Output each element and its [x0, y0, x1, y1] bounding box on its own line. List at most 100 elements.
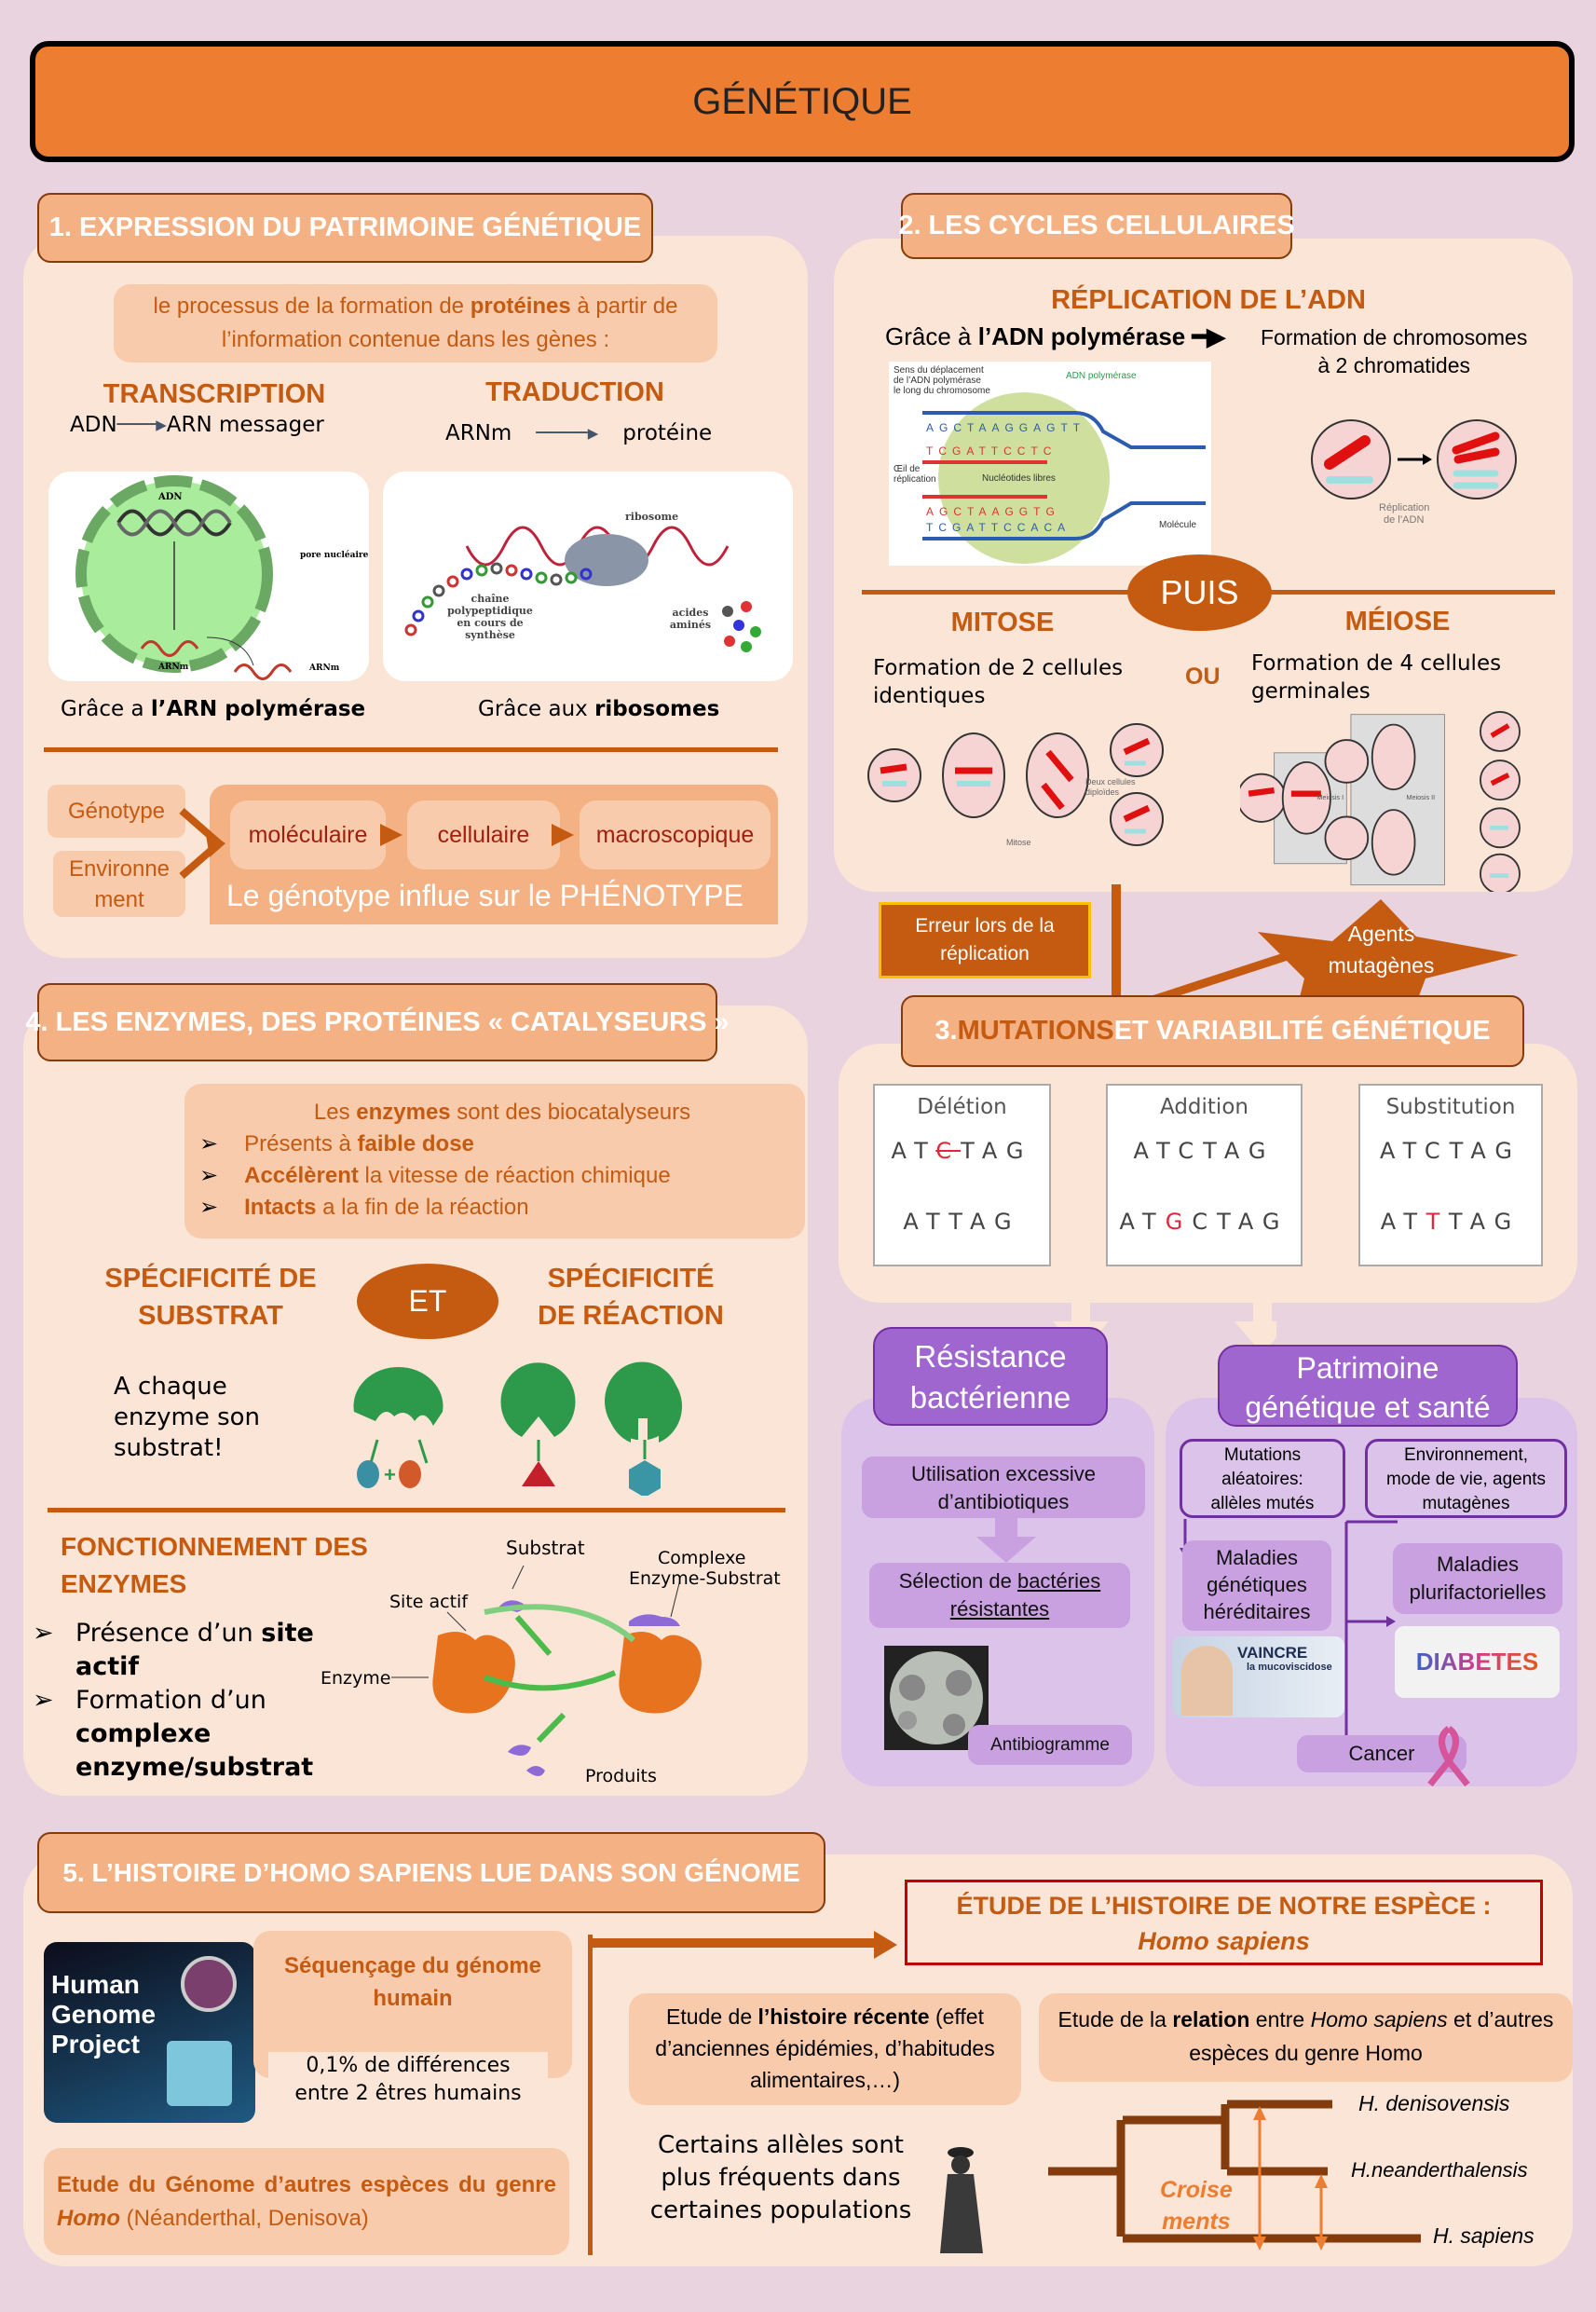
connector-lines [1180, 1519, 1398, 1760]
transcription-title: TRANSCRIPTION [102, 379, 326, 409]
mutation-substitution: Substitution ATCTAG ATTTAG [1358, 1084, 1543, 1266]
expression-intro: le processus de la formation de protéine… [114, 284, 717, 363]
plague-doctor-icon [940, 2147, 983, 2253]
species-neanderthalensis: H.neanderthalensis [1351, 2158, 1528, 2182]
svg-text:ARNm: ARNm [308, 664, 340, 673]
arrow-right-icon [590, 1931, 897, 1959]
arrow-down-icon [976, 1518, 1036, 1563]
mitose-image: Deux cellules diploïdes Mitose [862, 715, 1172, 855]
traduction-image: ribosome chaîne polypeptidique en cours … [383, 472, 793, 681]
svg-text:Sens du déplacement: Sens du déplacement [893, 365, 984, 376]
et-badge: ET [357, 1264, 498, 1339]
svg-text:Site actif: Site actif [389, 1592, 469, 1612]
puis-badge: PUIS [1127, 554, 1272, 631]
arrow-icon [552, 824, 574, 846]
svg-text:AGCTAAGGAGTT: AGCTAAGGAGTT [926, 421, 1085, 434]
svg-text:diploïdes: diploïdes [1085, 787, 1120, 797]
svg-text:Meiosis II: Meiosis II [1406, 793, 1435, 801]
page-title: GÉNÉTIQUE [692, 80, 912, 122]
replication-image: AGCTAAGGAGTT TCGATTCCTC AGCTAAGGTG TCGAT… [889, 362, 1211, 566]
svg-text:ARNm: ARNm [157, 663, 189, 672]
svg-text:Meiosis I: Meiosis I [1316, 793, 1344, 801]
level-cellulaire: cellulaire [407, 800, 560, 869]
level-macroscopique: macroscopique [580, 800, 771, 869]
traduction-title: TRADUCTION [485, 377, 664, 407]
mutation-addition: Addition ATCTAG ATGCTAG [1106, 1084, 1303, 1266]
replication-grace: Grâce à l’ADN polymérase ━▶ [885, 322, 1226, 350]
genotype-box: Génotype [48, 785, 185, 838]
svg-text:de l’ADN: de l’ADN [1384, 514, 1424, 526]
section-1-header: 1. EXPRESSION DU PATRIMOINE GÉNÉTIQUE [37, 193, 653, 263]
arrow-icon [380, 824, 402, 846]
enzyme-cycle-diagram: Substrat Complexe Enzyme-Substrat Site a… [321, 1537, 781, 1786]
svg-text:Œil de: Œil de [893, 464, 921, 474]
phylogenetic-tree [1048, 2100, 1421, 2250]
cancer-box: Cancer [1297, 1735, 1466, 1772]
traduction-equation: ARNm────▸protéine [445, 421, 713, 445]
meiose-image: Meiosis I Meiosis II [1236, 710, 1530, 895]
adn-label: ADN [157, 492, 183, 502]
chromosome-replication-image: Réplication de l’ADN [1309, 413, 1519, 534]
svg-text:le long du chromosome: le long du chromosome [893, 386, 990, 396]
replication-title: RÉPLICATION DE L’ADN [1051, 285, 1366, 315]
svg-text:de l’ADN polymérase: de l’ADN polymérase [893, 376, 981, 386]
mitose-title: MITOSE [950, 608, 1055, 637]
arrow-down [1112, 884, 1121, 1006]
bullet-item: ➢Accélèrent la vitesse de réaction chimi… [199, 1163, 671, 1188]
section-4-header: 4. LES ENZYMES, DES PROTÉINES « CATALYSE… [25, 983, 730, 1061]
svg-text:Nucléotides libres: Nucléotides libres [982, 473, 1056, 484]
etude-histoire-box: ÉTUDE DE L’HISTOIRE DE NOTRE ESPÈCE :Hom… [905, 1880, 1543, 1965]
svg-text:Réplication: Réplication [1379, 502, 1429, 513]
histoire-recente-box: Etude de l’histoire récente (effet d’anc… [629, 1993, 1021, 2105]
species-denisovensis: H. denisovensis [1358, 2091, 1510, 2115]
transcription-image: ADN pore nucléaire ARNm ARNm [48, 472, 369, 681]
ou-label: OU [1185, 664, 1221, 690]
vertical-line [588, 1935, 593, 2255]
section-5-header: 5. L’HISTOIRE D’HOMO SAPIENS LUE DANS SO… [37, 1832, 825, 1913]
pink-ribbon-icon [1427, 1726, 1470, 1787]
enzymes-intro-box: Les enzymes sont des biocatalyseurs ➢Pré… [184, 1084, 805, 1238]
svg-text:TCGATTCCTC: TCGATTCCTC [926, 445, 1057, 458]
transcription-equation: ADN───▸ARN messager [70, 413, 324, 437]
enzyme-specificity-icons: + [353, 1361, 682, 1496]
svg-text:pore nucléaire: pore nucléaire [300, 550, 369, 560]
vaincre-mucoviscidose-image: VAINCRE la mucoviscidose [1172, 1636, 1344, 1717]
svg-text:Complexe: Complexe [658, 1548, 745, 1568]
transcription-caption: Grâce a l’ARN polymérase [61, 697, 366, 721]
svg-text:AGCTAAGGTG: AGCTAAGGTG [926, 505, 1060, 518]
species-sapiens: H. sapiens [1433, 2223, 1535, 2248]
section-3-header: 3. MUTATIONS ET VARIABILITÉ GÉNÉTIQUE [901, 995, 1524, 1067]
title-bar: GÉNÉTIQUE [30, 41, 1575, 162]
section-2-header: 2. LES CYCLES CELLULAIRES [898, 193, 1295, 259]
svg-text:Substrat: Substrat [506, 1537, 585, 1559]
bullet-item: ➢Présents à faible dose [199, 1131, 474, 1156]
svg-text:Enzyme-Substrat: Enzyme-Substrat [629, 1568, 781, 1589]
level-moleculaire: moléculaire [230, 800, 386, 869]
autres-especes-box: Etude du Génome d’autres espèces du genr… [44, 2148, 569, 2255]
antibiogramme-label: Antibiogramme [968, 1725, 1132, 1765]
traduction-caption: Grâce aux ribosomes [478, 697, 720, 721]
input-arrows [179, 807, 225, 880]
relation-box: Etude de la relation entre Homo sapiens … [1039, 1993, 1573, 2082]
svg-text:ADN polymérase: ADN polymérase [1066, 371, 1137, 381]
mutation-deletion: Délétion ATCTAG ATTAG [873, 1084, 1051, 1266]
